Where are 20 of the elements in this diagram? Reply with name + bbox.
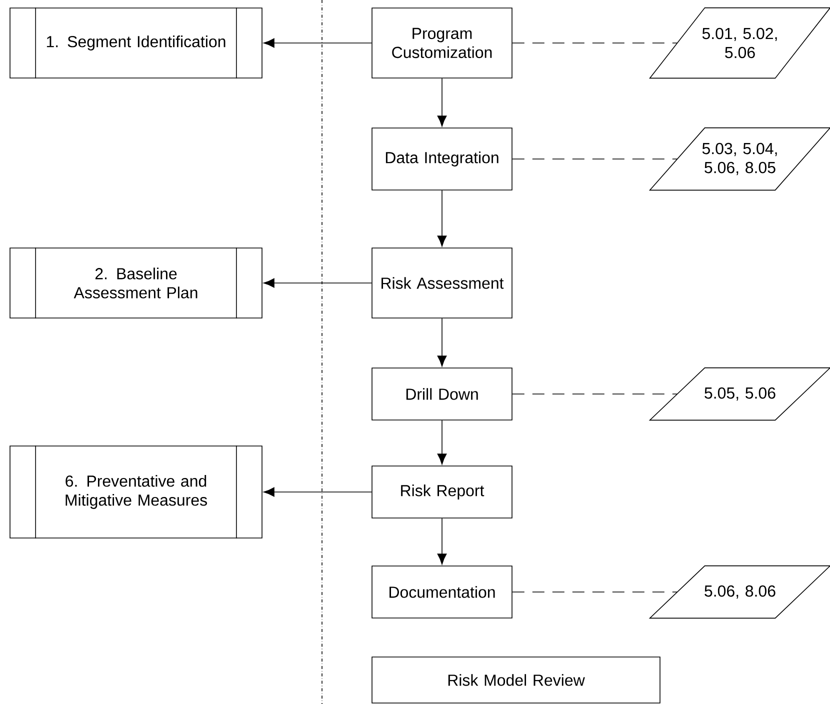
predefined-process-box: 2. Baseline Assessment Plan — [10, 247, 262, 319]
process-box: Data Integration — [372, 128, 512, 190]
process-box: Risk Report — [372, 466, 512, 518]
arrow — [264, 487, 372, 497]
arrow — [264, 38, 372, 48]
process-box: Risk Model Review — [372, 656, 660, 704]
arrow — [437, 518, 447, 564]
arrow — [437, 190, 447, 246]
arrow — [437, 420, 447, 464]
process-box: Risk Assessment — [372, 248, 512, 318]
arrow — [437, 78, 447, 126]
arrow — [264, 278, 372, 288]
predefined-process-box: 1. Segment Identification — [10, 7, 262, 79]
process-box: Program Customization — [372, 8, 512, 78]
process-box: Documentation — [372, 566, 512, 618]
arrow — [437, 318, 447, 366]
process-box: Drill Down — [372, 368, 512, 420]
connector-line — [512, 158, 678, 160]
connector-line — [512, 42, 678, 44]
predefined-process-box: 6. Preventative and Mitigative Measures — [10, 445, 262, 539]
